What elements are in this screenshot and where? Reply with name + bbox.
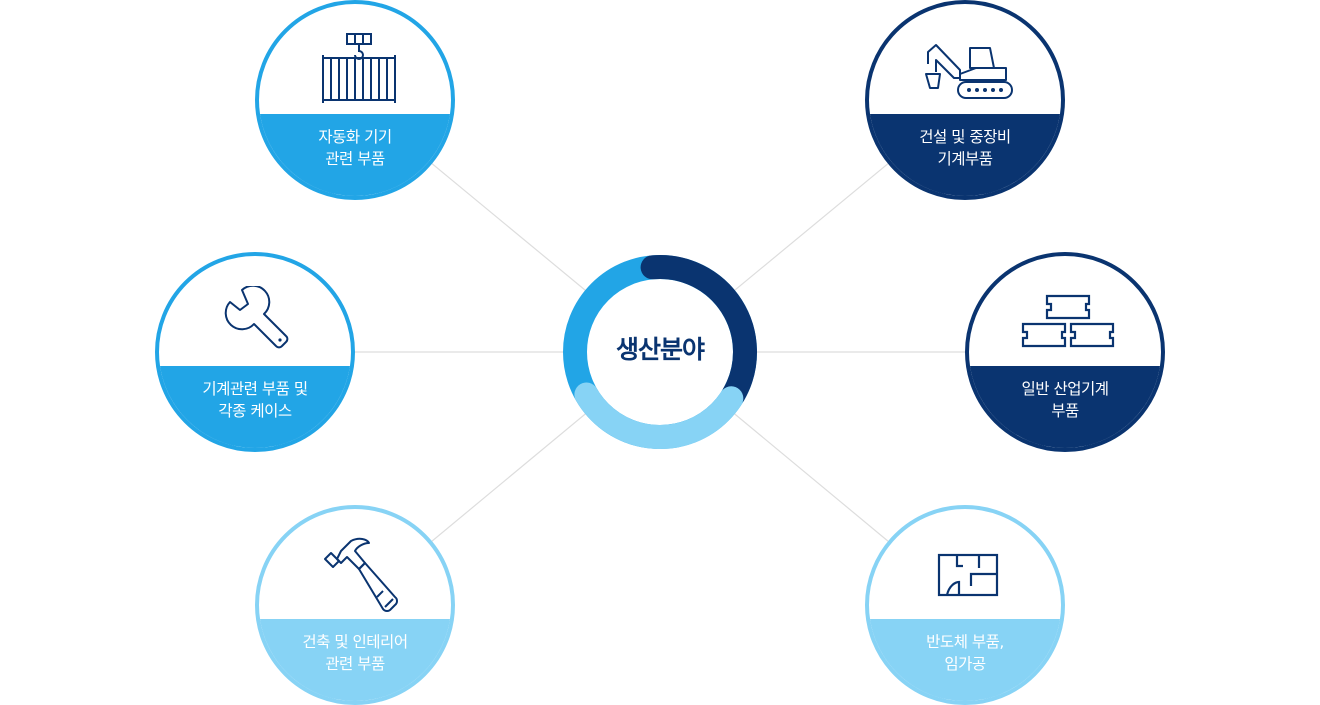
excavator-icon: [925, 44, 1013, 99]
hub-title: 생산분야: [615, 335, 705, 364]
container-crane-icon: [322, 33, 396, 103]
node-label-line2: 각종 케이스: [218, 402, 292, 420]
node-general-industrial[interactable]: 일반 산업기계 부품: [965, 252, 1165, 452]
node-label-band: 반도체 부품, 임가공: [869, 619, 1061, 701]
stacked-blocks-icon: [1021, 294, 1115, 348]
node-label-line1: 건축 및 인테리어: [302, 633, 408, 651]
ring-segment-light: [574, 382, 744, 449]
node-label-line2: 기계부품: [937, 150, 993, 168]
node-automation[interactable]: 자동화 기기 관련 부품: [255, 0, 455, 200]
node-label-line2: 관련 부품: [325, 150, 385, 168]
node-label-line1: 기계관련 부품 및: [202, 380, 308, 398]
node-label-band: 일반 산업기계 부품: [969, 366, 1161, 448]
node-label-line1: 일반 산업기계: [1021, 380, 1110, 398]
node-label-line2: 임가공: [944, 655, 986, 673]
node-label-line2: 관련 부품: [325, 655, 385, 673]
node-architecture-interior[interactable]: 건축 및 인테리어 관련 부품: [255, 505, 455, 705]
wrench-icon: [224, 286, 289, 349]
node-label-band: 자동화 기기 관련 부품: [259, 114, 451, 196]
node-label-line1: 자동화 기기: [318, 128, 392, 146]
node-label-line2: 부품: [1051, 402, 1079, 420]
hammer-icon: [324, 537, 398, 612]
node-semiconductor[interactable]: 반도체 부품, 임가공: [865, 505, 1065, 705]
node-label-line1: 반도체 부품,: [926, 633, 1004, 651]
hub-ring: [563, 254, 757, 449]
node-label-band: 건축 및 인테리어 관련 부품: [259, 619, 451, 701]
node-label-band: 기계관련 부품 및 각종 케이스: [159, 366, 351, 448]
node-construction-heavy[interactable]: 건설 및 중장비 기계부품: [865, 0, 1065, 200]
node-label-band: 건설 및 중장비 기계부품: [869, 114, 1061, 196]
node-label-line1: 건설 및 중장비: [919, 128, 1011, 146]
floor-plan-icon: [937, 553, 999, 597]
ring-segment-dark: [640, 254, 757, 407]
node-machine-cases[interactable]: 기계관련 부품 및 각종 케이스: [155, 252, 355, 452]
